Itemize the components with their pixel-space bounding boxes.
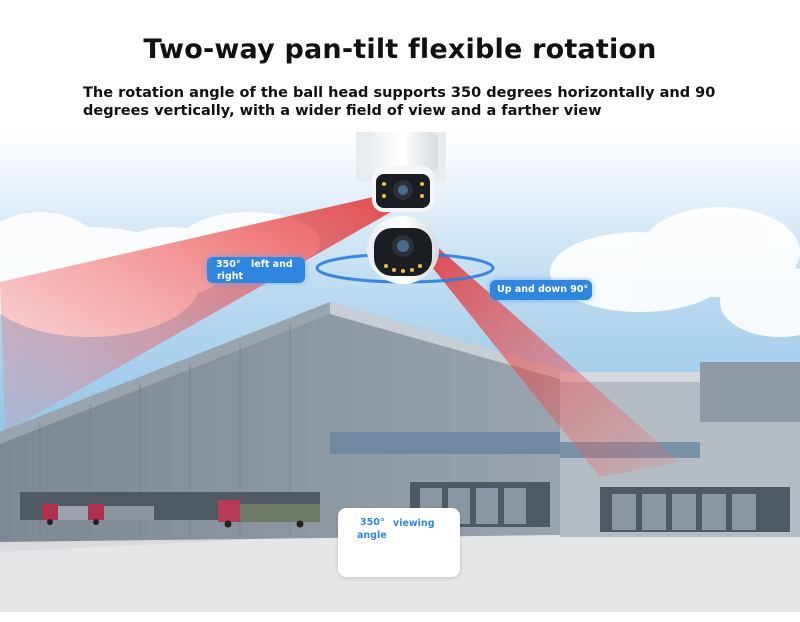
page-subtitle: The rotation angle of the ball head supp… (83, 85, 716, 119)
camera (356, 132, 446, 284)
scene-illustration (0, 132, 800, 612)
page-title: Two-way pan-tilt flexible rotation (143, 34, 657, 65)
bottom-strip (0, 612, 800, 622)
vertical-rotation-badge (490, 280, 592, 300)
beam-left (0, 192, 405, 432)
horizontal-rotation-badge (207, 257, 305, 283)
warehouse-scene (0, 132, 800, 612)
vertical-text-label: Up and down 90° (497, 284, 589, 295)
viewing-angle-card (338, 508, 460, 577)
viewing-angle-value: 350° (360, 517, 385, 528)
truck (42, 500, 320, 522)
horizontal-angle-label: 350° (216, 259, 241, 270)
horizontal-text-label: left and right (217, 259, 293, 282)
header: Two-way pan-tilt flexible rotation The r… (0, 0, 800, 132)
beam-right (420, 244, 680, 477)
viewing-angle-text: viewing angle (357, 518, 435, 541)
